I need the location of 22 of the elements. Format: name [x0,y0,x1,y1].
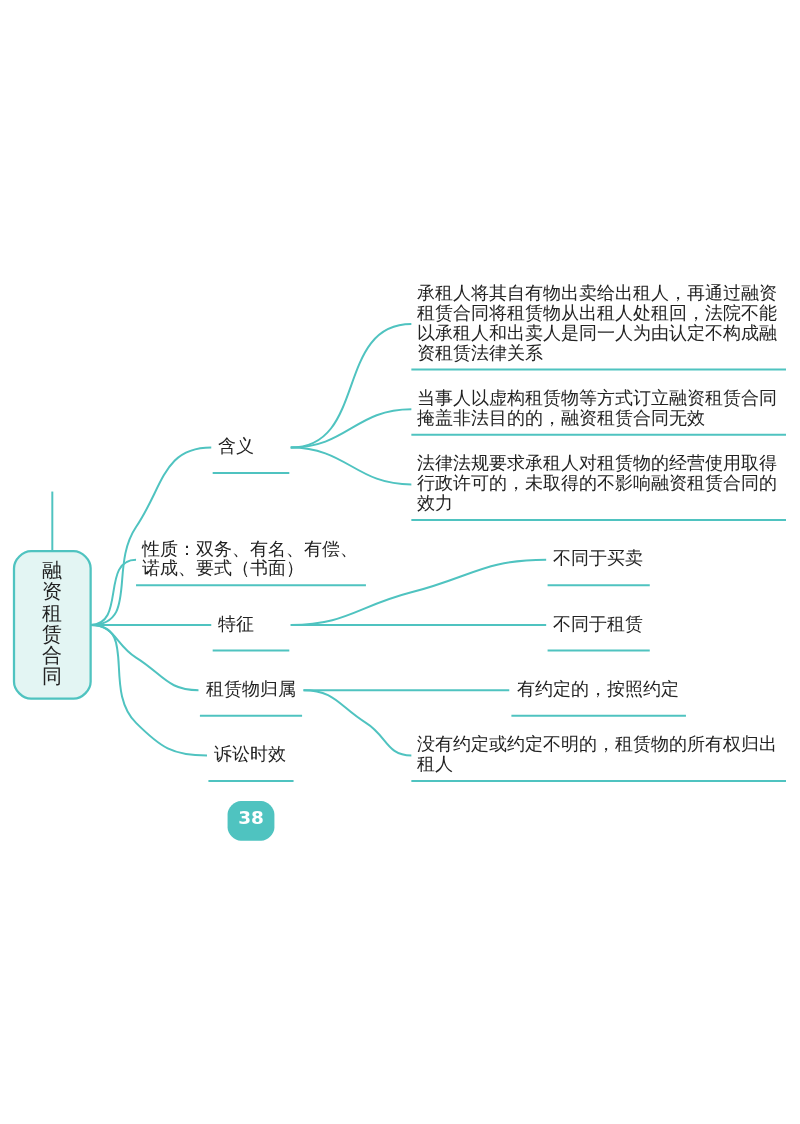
node-text: 租赁物归属 [205,677,296,699]
node-text: 性质：双务、有名、有偿、诺成、要式（书面） [141,537,358,578]
connector [289,623,548,626]
label: 38 [238,806,264,828]
connector [302,688,413,756]
node-text: 当事人以虚构租赁物等方式订立融资租赁合同掩盖非法目的的，融资租赁合同无效 [417,386,778,428]
connector [89,623,208,756]
connector [51,490,54,552]
connector [289,407,413,449]
connector [289,322,413,449]
node-text: 有约定的，按照约定 [517,677,680,699]
node-text: 没有约定或约定不明的，租赁物的所有权归出租人 [417,732,778,774]
node-text: 不同于买卖 [553,546,644,568]
connector [289,558,548,626]
node-text: 特征 [218,612,255,634]
node-text: 含义 [218,434,255,456]
connector [289,446,413,485]
node-text: 诉讼时效 [214,742,287,764]
node-text: 法律法规要求承租人对租赁物的经营使用取得行政许可的，未取得的不影响融资租赁合同的效力 [417,451,778,513]
node-text: 不同于租赁 [553,612,644,634]
node-text: 承租人将其自有物出卖给出租人，再通过融资租赁合同将租赁物从出租人处租回，法院不能以承租人和出卖人是同一人为由认定不构成融资租赁法律关系 [417,281,778,363]
node-box: 融资租赁合同 [12,549,92,700]
